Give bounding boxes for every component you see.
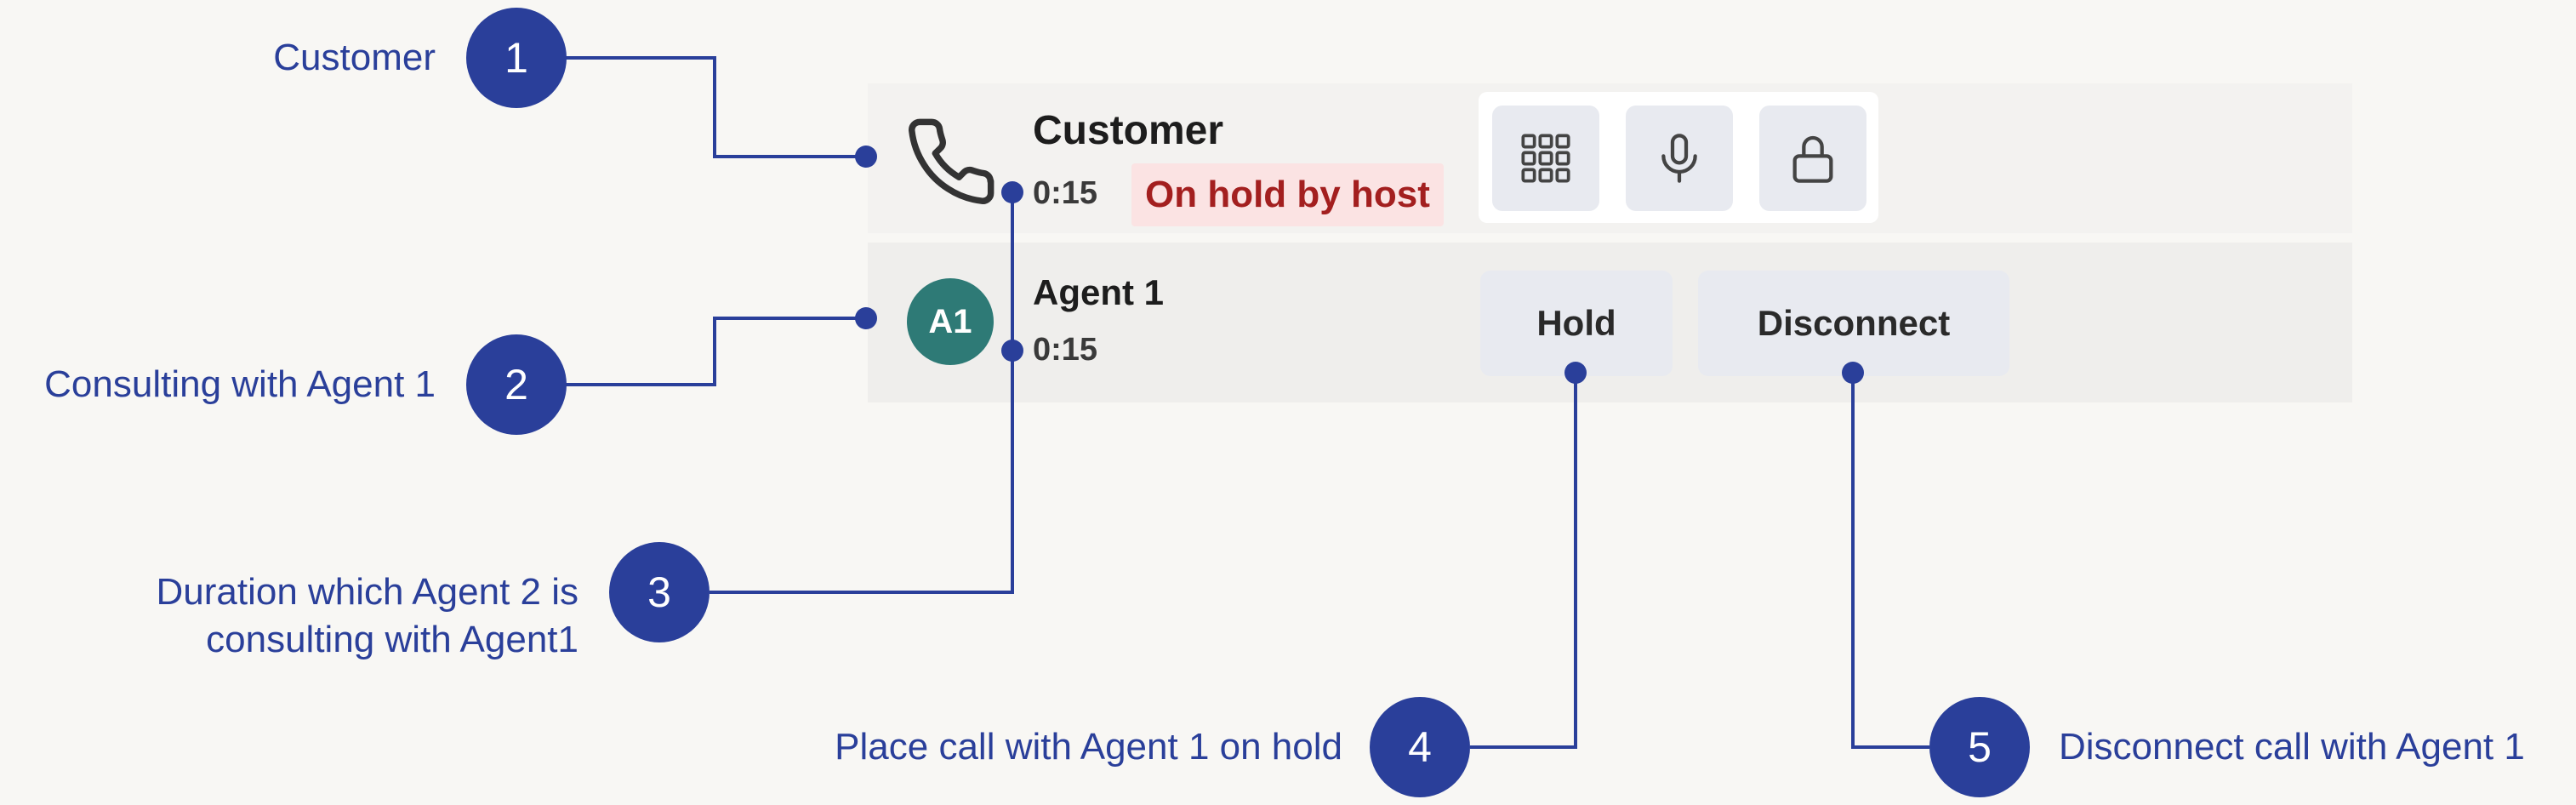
mute-button[interactable] xyxy=(1626,106,1733,211)
keypad-icon xyxy=(1521,134,1570,183)
hold-button[interactable]: Hold xyxy=(1480,271,1673,376)
callout-1-badge: 1 xyxy=(466,8,567,108)
customer-call-duration: 0:15 xyxy=(1033,175,1098,211)
callout-4-badge: 4 xyxy=(1370,697,1470,797)
callout-5-badge: 5 xyxy=(1929,697,2030,797)
lock-icon xyxy=(1792,135,1833,183)
callout-5-label: Disconnect call with Agent 1 xyxy=(2059,726,2525,768)
disconnect-button[interactable]: Disconnect xyxy=(1698,271,2009,376)
agent-avatar: A1 xyxy=(907,278,994,365)
phone-icon xyxy=(903,114,999,214)
callout-2-label: Consulting with Agent 1 xyxy=(44,363,436,405)
callout-2-badge: 2 xyxy=(466,334,567,435)
callout-3-line-1: Duration which Agent 2 is xyxy=(156,571,578,613)
callout-4-label: Place call with Agent 1 on hold xyxy=(835,726,1342,768)
microphone-icon xyxy=(1661,134,1697,183)
callout-3-line-2: consulting with Agent1 xyxy=(206,619,578,660)
customer-name: Customer xyxy=(1033,108,1224,153)
keypad-button[interactable] xyxy=(1492,106,1599,211)
agent-name: Agent 1 xyxy=(1033,272,1165,312)
callout-3-badge: 3 xyxy=(609,542,710,642)
agent-consult-duration: 0:15 xyxy=(1033,332,1098,368)
hold-status-badge: On hold by host xyxy=(1131,163,1444,226)
callout-3-label: Duration which Agent 2 is consulting wit… xyxy=(156,568,578,664)
lock-button[interactable] xyxy=(1759,106,1866,211)
callout-1-label: Customer xyxy=(273,37,436,78)
